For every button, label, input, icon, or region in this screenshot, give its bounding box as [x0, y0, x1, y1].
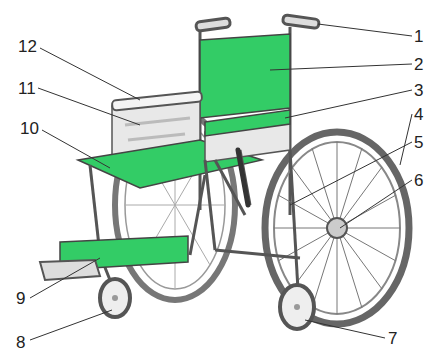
- caster: [100, 279, 130, 317]
- callout-number: 1: [414, 28, 423, 45]
- callout-number: 8: [16, 334, 25, 351]
- callout-number: 7: [388, 330, 397, 347]
- callout-number: 10: [20, 120, 39, 137]
- callout-number: 3: [414, 82, 423, 99]
- frame: [90, 150, 300, 290]
- armrest: [112, 91, 203, 110]
- callout-number: 12: [18, 38, 37, 55]
- caster: [280, 285, 314, 329]
- callout-number: 4: [414, 106, 423, 123]
- leader-lines: [30, 24, 412, 340]
- push-handle: [196, 18, 231, 32]
- callout-number: 2: [414, 56, 423, 73]
- brake-lever: [238, 150, 248, 205]
- backrest: [200, 34, 290, 118]
- callout-number: 6: [414, 172, 423, 189]
- callout-number: 5: [414, 134, 423, 151]
- callout-number: 11: [18, 80, 36, 97]
- armrest-pad: [205, 110, 290, 136]
- callout-number: 9: [16, 290, 25, 307]
- push-handle: [282, 15, 319, 29]
